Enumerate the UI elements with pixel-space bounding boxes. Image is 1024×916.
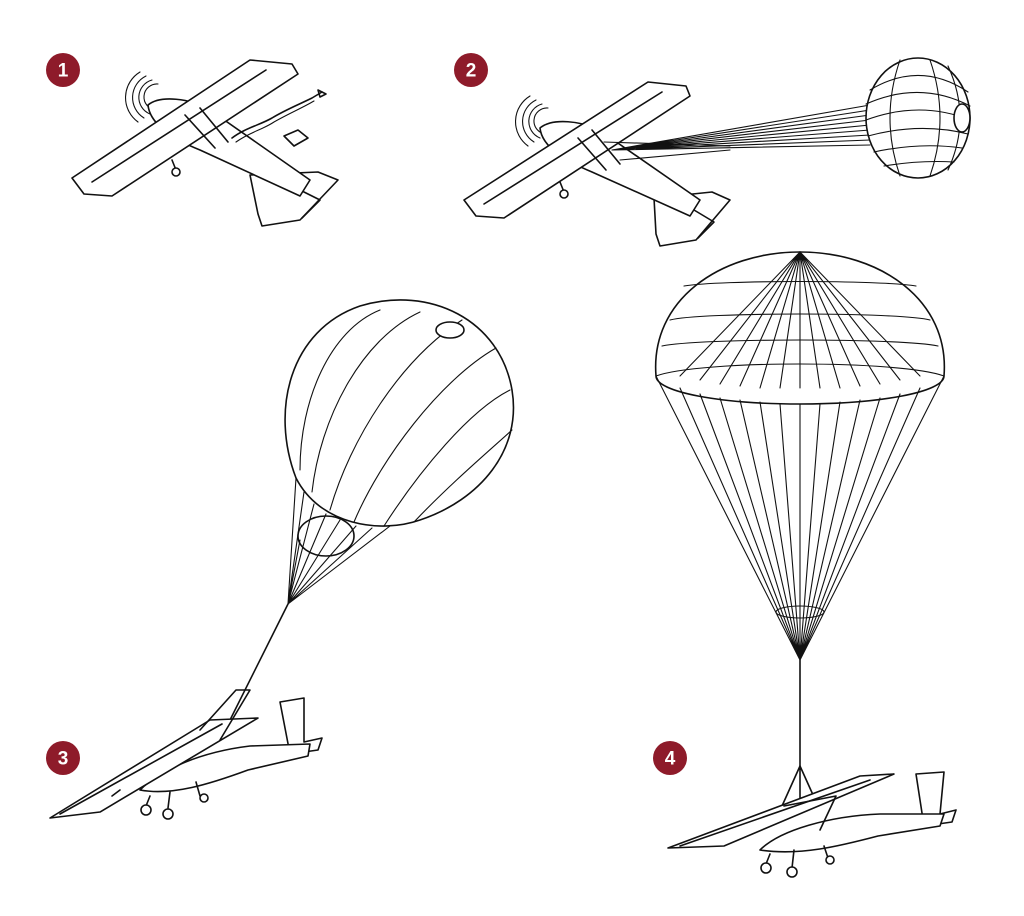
- airplane-3: [49, 689, 323, 820]
- parachute-lines-2: [603, 104, 871, 161]
- step-1-illustration: 1: [46, 53, 339, 227]
- step-2-illustration: 2: [454, 53, 971, 247]
- step-number-1: 1: [58, 61, 69, 82]
- step-number-2: 2: [466, 61, 477, 82]
- step-number-3: 3: [58, 749, 69, 770]
- parachute-lines-4: [655, 375, 945, 813]
- step-4-illustration: 4: [653, 251, 957, 878]
- step-badge-3: 3: [46, 741, 80, 775]
- airplane-1: [71, 59, 339, 227]
- airplane-2: [463, 81, 731, 247]
- parachute-canopy-4: [654, 251, 946, 405]
- step-badge-4: 4: [653, 741, 687, 775]
- step-badge-2: 2: [454, 53, 488, 87]
- step-number-4: 4: [665, 749, 676, 770]
- airplane-4: [667, 771, 957, 878]
- step-3-illustration: 3: [46, 299, 515, 820]
- step-badge-1: 1: [46, 53, 80, 87]
- parachute-canopy-3: [284, 299, 515, 557]
- parachute-lines-3: [229, 477, 391, 721]
- parachute-canopy-2: [865, 57, 971, 179]
